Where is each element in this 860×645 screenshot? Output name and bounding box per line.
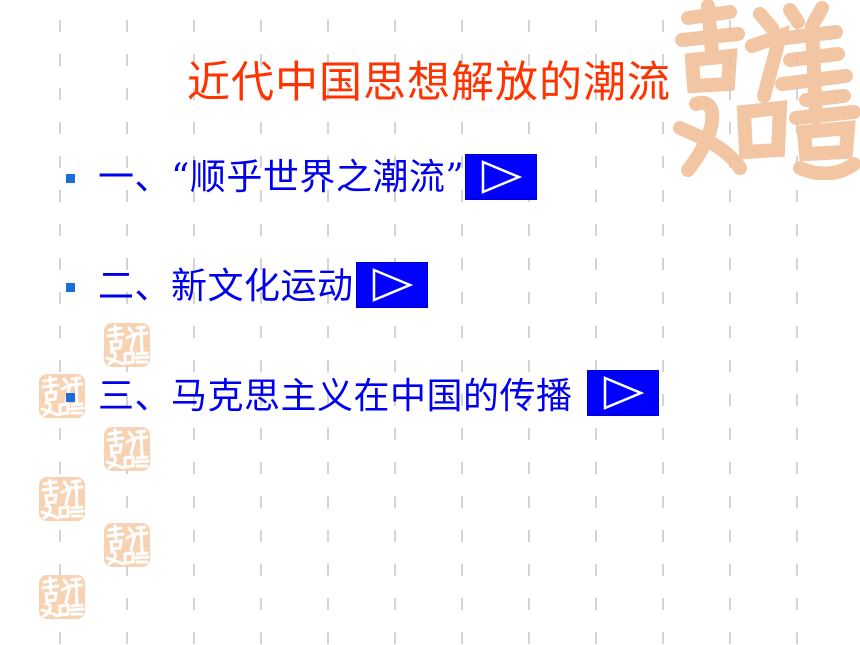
- play-button-item-1[interactable]: [465, 154, 537, 200]
- slide-title-text: 近代中国思想解放的潮流: [187, 58, 671, 108]
- auspicious-seal-icon: [39, 477, 85, 521]
- play-triangle-icon: [603, 376, 645, 410]
- play-triangle-icon: [372, 268, 414, 302]
- square-bullet-icon: [66, 392, 75, 402]
- square-bullet-icon: [66, 282, 75, 292]
- auspicious-seal-icon: [104, 427, 150, 471]
- slide-title: 近代中国思想解放的潮流: [0, 48, 860, 110]
- play-button-item-2[interactable]: [356, 262, 428, 308]
- auspicious-seal-icon: [104, 523, 150, 567]
- list-item-label: 三、马克思主义在中国的传播: [98, 376, 573, 417]
- auspicious-seal-icon: [39, 575, 85, 619]
- square-bullet-icon: [66, 173, 75, 183]
- play-triangle-icon: [481, 160, 523, 194]
- list-item: 二、新文化运动: [66, 263, 354, 311]
- list-item-label: 二、新文化运动: [98, 266, 354, 307]
- auspicious-seal-icon: [39, 374, 85, 418]
- auspicious-seal-icon: [104, 323, 150, 367]
- auspicious-seal-icon: [673, 0, 860, 180]
- list-item: 一、“顺乎世界之潮流”: [66, 154, 464, 202]
- play-button-item-3[interactable]: [587, 370, 659, 416]
- list-item-label: 一、“顺乎世界之潮流”: [98, 157, 465, 198]
- list-item: 三、马克思主义在中国的传播: [66, 373, 573, 421]
